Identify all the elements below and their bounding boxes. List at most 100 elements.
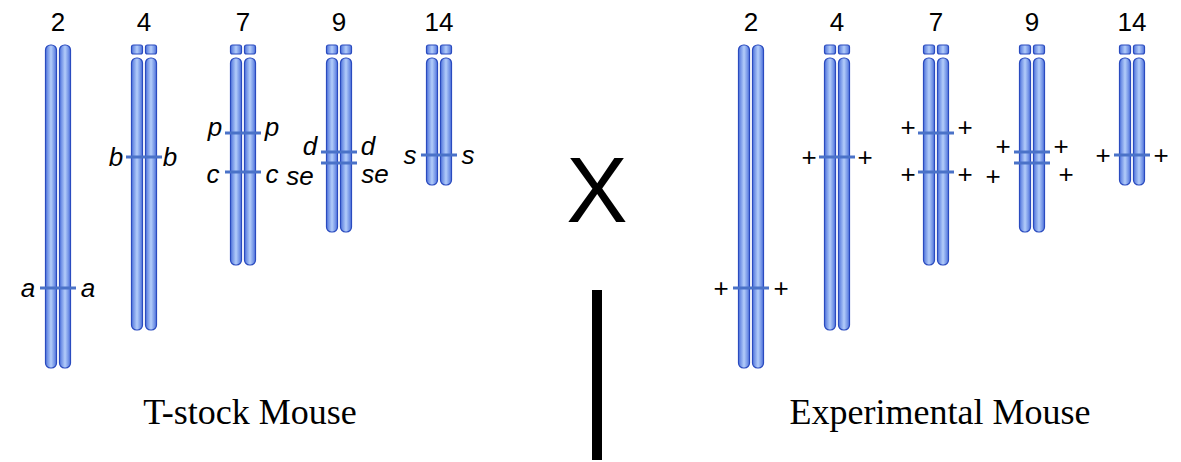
chromatid [739,45,750,368]
chromatid [1034,58,1045,232]
gene-label: p [208,114,222,140]
chromatid [245,58,256,265]
chromosome-cap [231,45,242,54]
wildtype-allele: + [957,114,972,140]
chromatid [427,58,438,185]
chromosome-pair [421,45,457,185]
gene-label: a [21,275,35,301]
gene-label: c [207,161,220,187]
chromosome-cap [427,45,438,54]
chromosome-cap [1020,45,1031,54]
chromatid [1020,58,1031,232]
gene-band [321,151,357,154]
chromosome-pair [225,45,261,265]
gene-label: d [303,133,317,159]
chromosome-number: 4 [830,9,844,35]
wildtype-allele: + [713,275,728,301]
chromosome-pair [918,45,954,265]
gene-band [1014,151,1050,154]
wildtype-allele: + [957,161,972,187]
gene-band [1114,154,1150,157]
chromosome-pair [321,45,357,232]
gene-label: se [286,163,313,189]
cross-symbol: X [566,144,627,236]
chromatid [753,45,764,368]
wildtype-allele: + [985,163,1000,189]
chromatid [341,58,352,232]
chromosome-pair [733,45,769,368]
wildtype-allele: + [1053,133,1068,159]
chromatid [825,58,836,330]
gene-band [126,156,162,159]
gene-label: s [404,142,417,168]
chromosome-number: 7 [236,9,250,35]
chromosome-cap [441,45,452,54]
gene-label: a [81,275,95,301]
chromatid [60,45,71,368]
chromosome-number: 14 [425,9,454,35]
chromosome-cap [924,45,935,54]
chromatid [839,58,850,330]
chromosome-number: 9 [1025,9,1039,35]
wildtype-allele: + [900,114,915,140]
chromatid [938,58,949,265]
chromatid [924,58,935,265]
chromatid [146,58,157,330]
gene-band [225,132,261,135]
wildtype-allele: + [1095,142,1110,168]
gene-label: b [109,144,123,170]
chromatid [1134,58,1145,185]
wildtype-allele: + [1153,142,1168,168]
chromatid [46,45,57,368]
chromosome-number: 2 [744,9,758,35]
gene-band [321,162,357,165]
chromosome-pair [819,45,855,330]
chromosome-cap [938,45,949,54]
chromosome-cap [245,45,256,54]
chromosome-cap [1034,45,1045,54]
chromatid [327,58,338,232]
chromosome-cap [1134,45,1145,54]
gene-label: d [361,133,375,159]
chromatid [441,58,452,185]
chromosome-cap [825,45,836,54]
gene-band [421,154,457,157]
gene-label: se [361,161,388,187]
chromosome-number: 2 [51,9,65,35]
chromosome-cap [341,45,352,54]
chromosome-cap [327,45,338,54]
mouse-label: T-stock Mouse [143,394,357,430]
chromosome-number: 9 [332,9,346,35]
wildtype-allele: + [995,133,1010,159]
chromatid [132,58,143,330]
chromosome-cap [132,45,143,54]
chromatid [231,58,242,265]
gene-band [40,287,76,290]
chromosome-pair [126,45,162,330]
gene-label: c [266,161,279,187]
wildtype-allele: + [900,161,915,187]
chromatid [1120,58,1131,185]
wildtype-allele: + [1058,161,1073,187]
wildtype-allele: + [801,144,816,170]
gene-band [733,287,769,290]
gene-band [819,156,855,159]
gene-label: s [462,142,475,168]
mouse-label: Experimental Mouse [790,394,1091,430]
chromosome-number: 7 [929,9,943,35]
chromosome-pair [1014,45,1050,232]
wildtype-allele: + [857,144,872,170]
gene-band [225,171,261,174]
gene-band [1014,162,1050,165]
gene-label: p [265,114,279,140]
gene-label: b [163,144,177,170]
chromosome-pair [1114,45,1150,185]
wildtype-allele: + [773,275,788,301]
chromosome-number: 4 [137,9,151,35]
gene-band [918,171,954,174]
chromosome-cap [839,45,850,54]
gene-band [918,132,954,135]
divider-bar [592,290,602,460]
chromosome-number: 14 [1118,9,1147,35]
